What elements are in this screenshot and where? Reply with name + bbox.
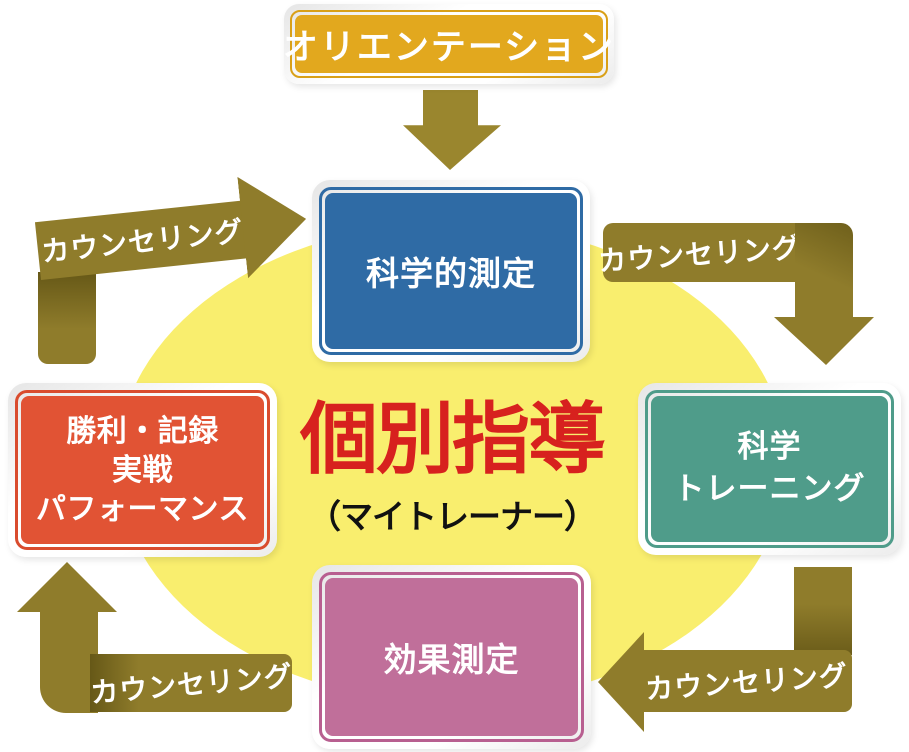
node-keyline: 勝利・記録 実戦 パフォーマンス bbox=[15, 390, 270, 550]
counseling-label: カウンセリング bbox=[39, 214, 246, 269]
node-fill: 効果測定 bbox=[325, 578, 578, 736]
node-orientation-label: オリエンテーション bbox=[282, 27, 616, 68]
counseling-arrow-bottom-left: カウンセリング bbox=[88, 654, 294, 712]
counseling-label: カウンセリング bbox=[596, 230, 802, 278]
counseling-ribbon: カウンセリング bbox=[34, 200, 250, 280]
node-orientation: オリエンテーション bbox=[283, 4, 614, 84]
counseling-arrow-top-right-fold bbox=[795, 223, 853, 319]
counseling-arrow-top-left-fold bbox=[38, 272, 96, 364]
arrow-up-icon bbox=[17, 562, 117, 612]
node-performance-line3: パフォーマンス bbox=[36, 491, 249, 527]
node-effect-measurement-label: 効果測定 bbox=[383, 640, 520, 679]
node-keyline: 科学 トレーニング bbox=[645, 390, 894, 548]
counseling-label: カウンセリング bbox=[88, 659, 294, 710]
arrow-down-icon bbox=[774, 317, 874, 365]
node-effect-measurement: 効果測定 bbox=[312, 565, 591, 749]
node-science-training-line2: トレーニング bbox=[673, 471, 866, 507]
counseling-arrow-bottom-right-fold bbox=[794, 567, 852, 655]
center-subtitle: （マイトレーナー） bbox=[308, 496, 597, 536]
counseling-arrow-bottom-right: カウンセリング bbox=[642, 650, 852, 712]
node-fill: オリエンテーション bbox=[283, 15, 613, 73]
center-title-block: 個別指導 （マイトレーナー） bbox=[252, 395, 652, 538]
node-keyline: 効果測定 bbox=[319, 572, 584, 742]
arrow-down-icon bbox=[403, 90, 501, 170]
node-science-training: 科学 トレーニング bbox=[638, 383, 901, 555]
node-performance: 勝利・記録 実戦 パフォーマンス bbox=[8, 383, 277, 557]
node-performance-line1: 勝利・記録 bbox=[66, 413, 219, 449]
node-performance-line2: 実戦 bbox=[112, 452, 173, 488]
node-keyline: 科学的測定 bbox=[319, 187, 583, 355]
arrow-right-icon bbox=[237, 170, 311, 278]
counseling-label: カウンセリング bbox=[644, 658, 850, 707]
node-scientific-measurement: 科学的測定 bbox=[312, 180, 590, 362]
node-fill: 勝利・記録 実戦 パフォーマンス bbox=[21, 396, 264, 544]
node-fill: 科学的測定 bbox=[325, 193, 577, 349]
node-science-training-line1: 科学 bbox=[737, 429, 802, 466]
counseling-arrow-bottom-left-fold bbox=[40, 610, 98, 713]
node-fill: 科学 トレーニング bbox=[651, 396, 888, 542]
node-keyline: オリエンテーション bbox=[283, 10, 613, 78]
counseling-arrow-top-right: カウンセリング bbox=[597, 223, 802, 282]
node-scientific-measurement-label: 科学的測定 bbox=[366, 254, 536, 293]
center-title: 個別指導 bbox=[299, 395, 606, 485]
